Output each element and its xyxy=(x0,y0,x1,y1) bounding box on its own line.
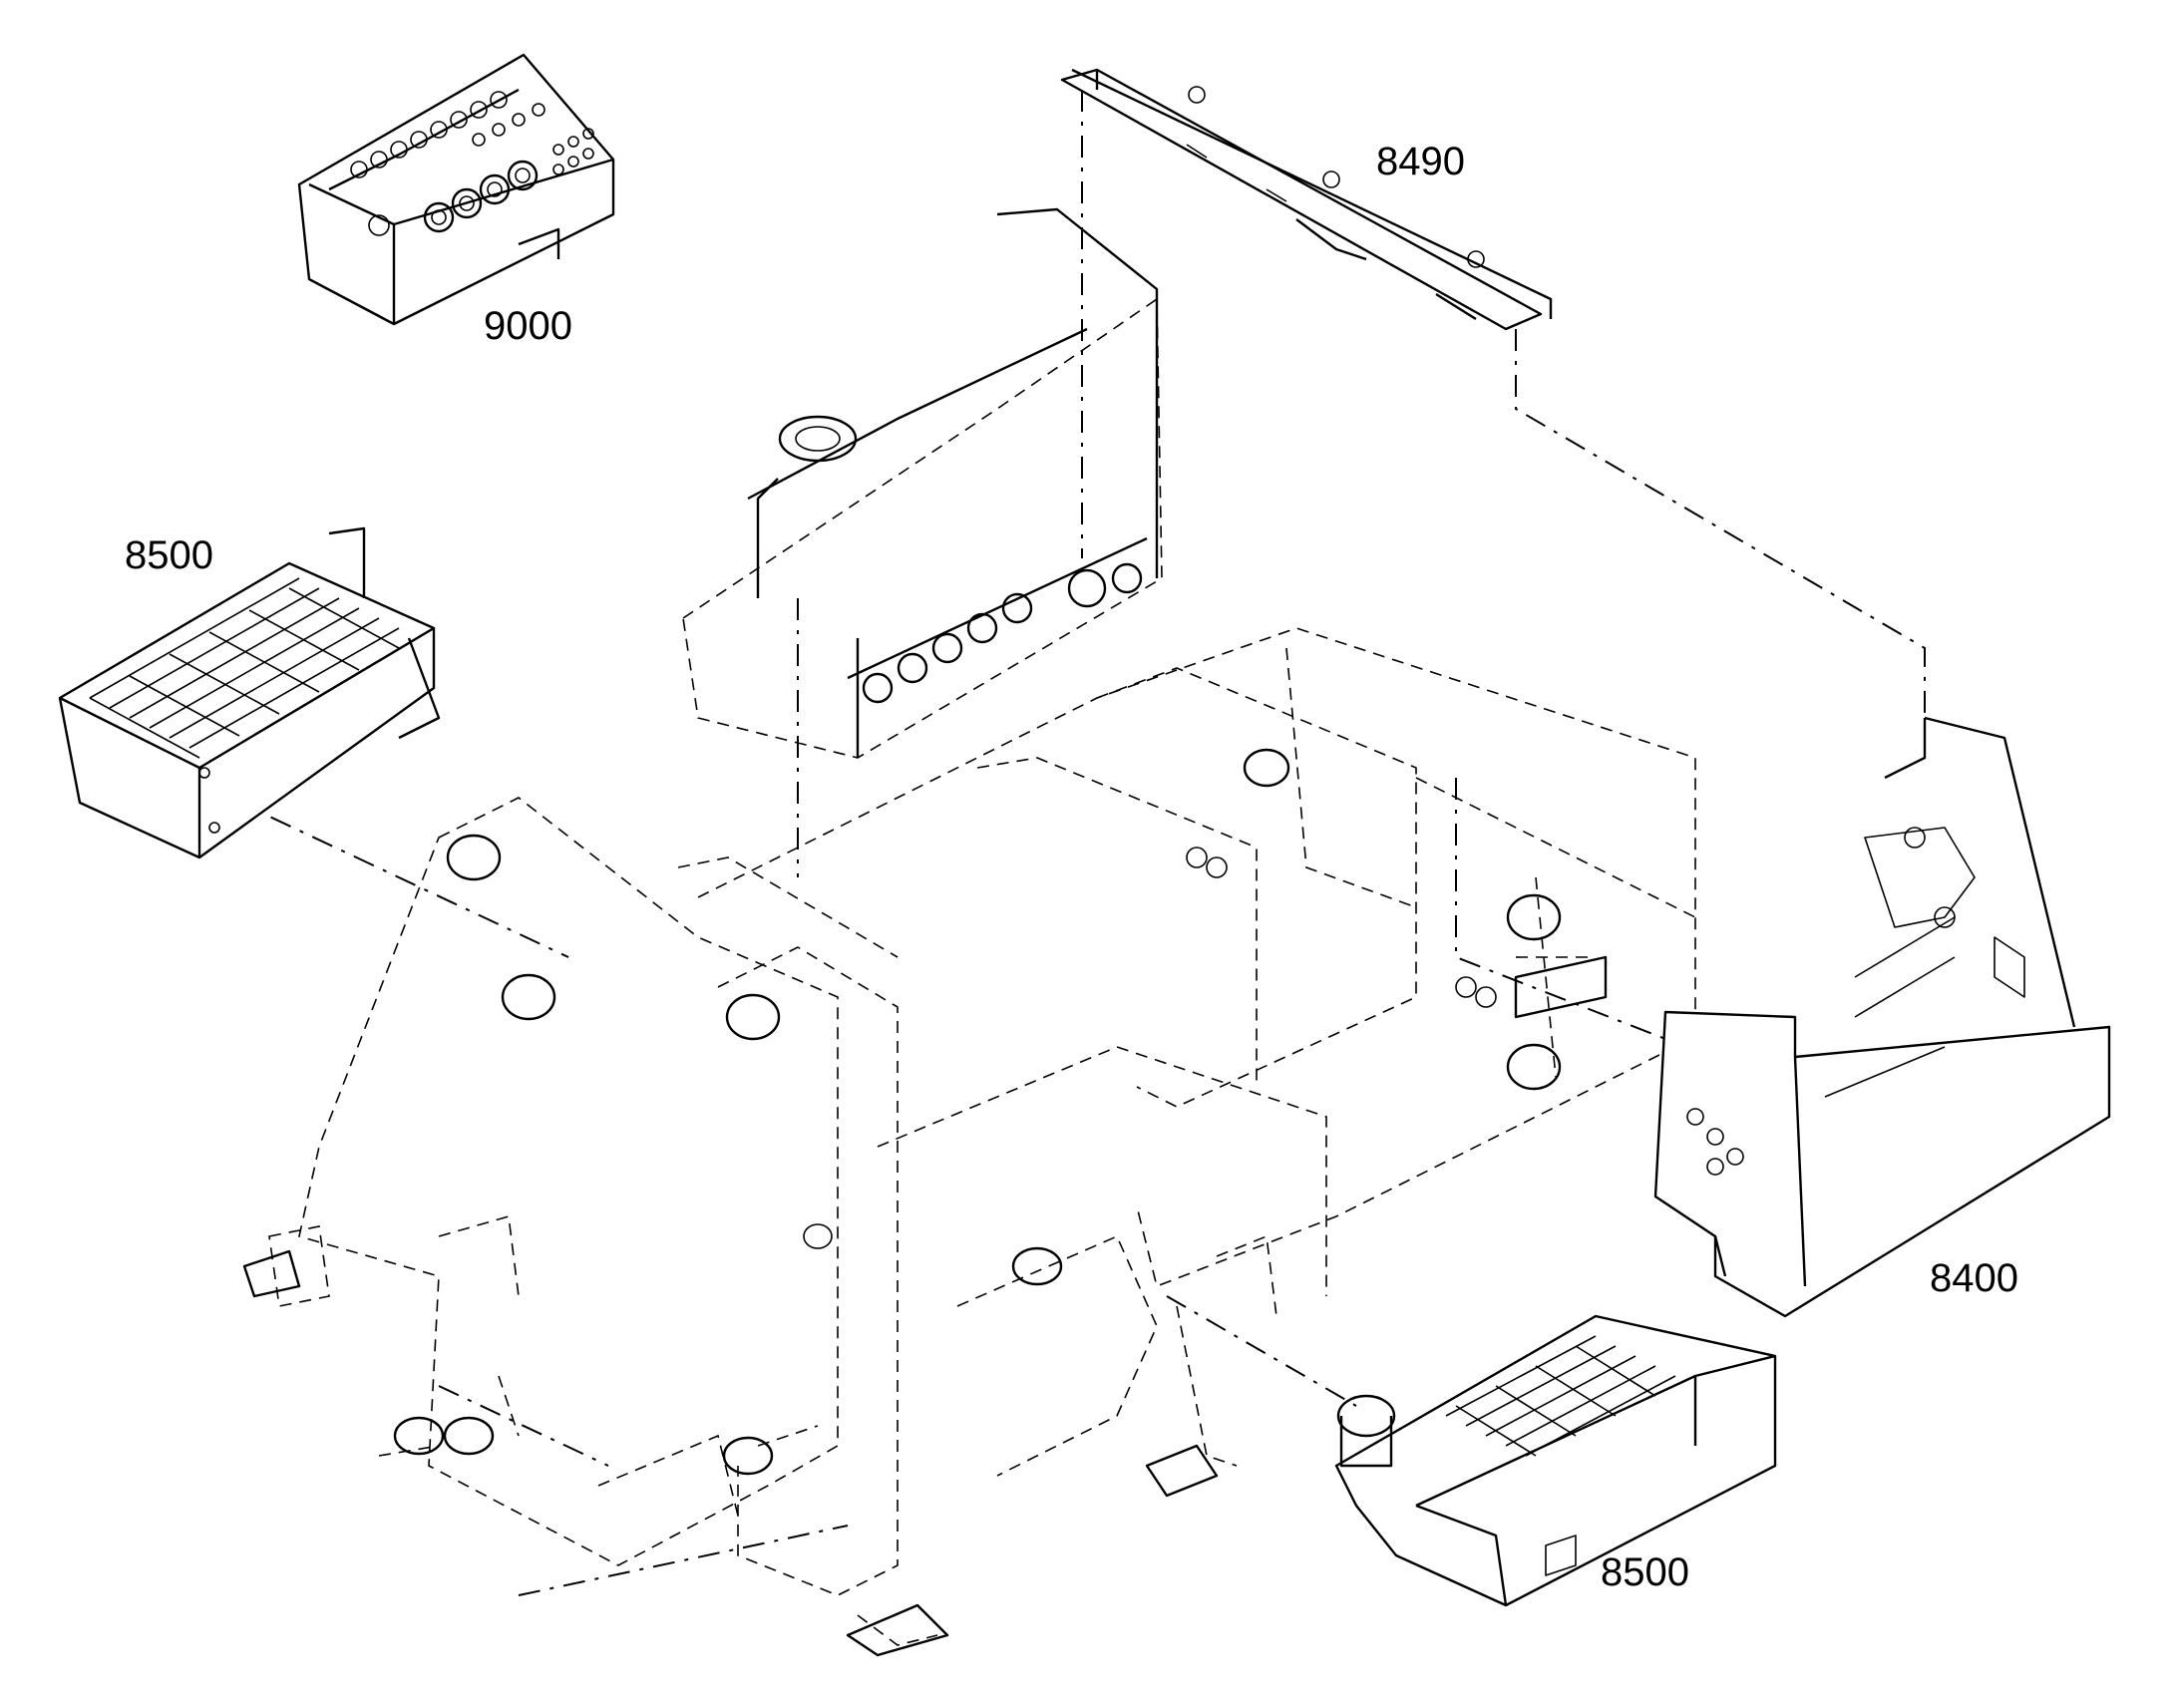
part-8500-left-battery-box[interactable] xyxy=(58,526,441,859)
part-9000-control-panel[interactable] xyxy=(297,53,615,326)
callout-8500-bottom: 8500 xyxy=(1601,1550,1689,1594)
callout-8500-left: 8500 xyxy=(125,533,213,577)
part-8500-bottom-tank-box[interactable] xyxy=(1334,1314,1777,1607)
part-8400-rear-body-panel[interactable] xyxy=(1653,716,2111,1318)
callout-8400: 8400 xyxy=(1930,1256,2018,1300)
hydraulic-tank-assembly xyxy=(682,207,1163,759)
left-battery-grid xyxy=(89,577,400,759)
control-panel-gauges xyxy=(350,91,594,236)
callout-8490: 8490 xyxy=(1376,140,1465,183)
valve-ports xyxy=(862,562,1143,704)
callout-9000: 9000 xyxy=(484,304,572,348)
main-frame-chassis xyxy=(242,627,1696,1657)
part-8490-mounting-rail[interactable] xyxy=(1060,68,1553,331)
bottom-box-grid xyxy=(1445,1335,1676,1457)
